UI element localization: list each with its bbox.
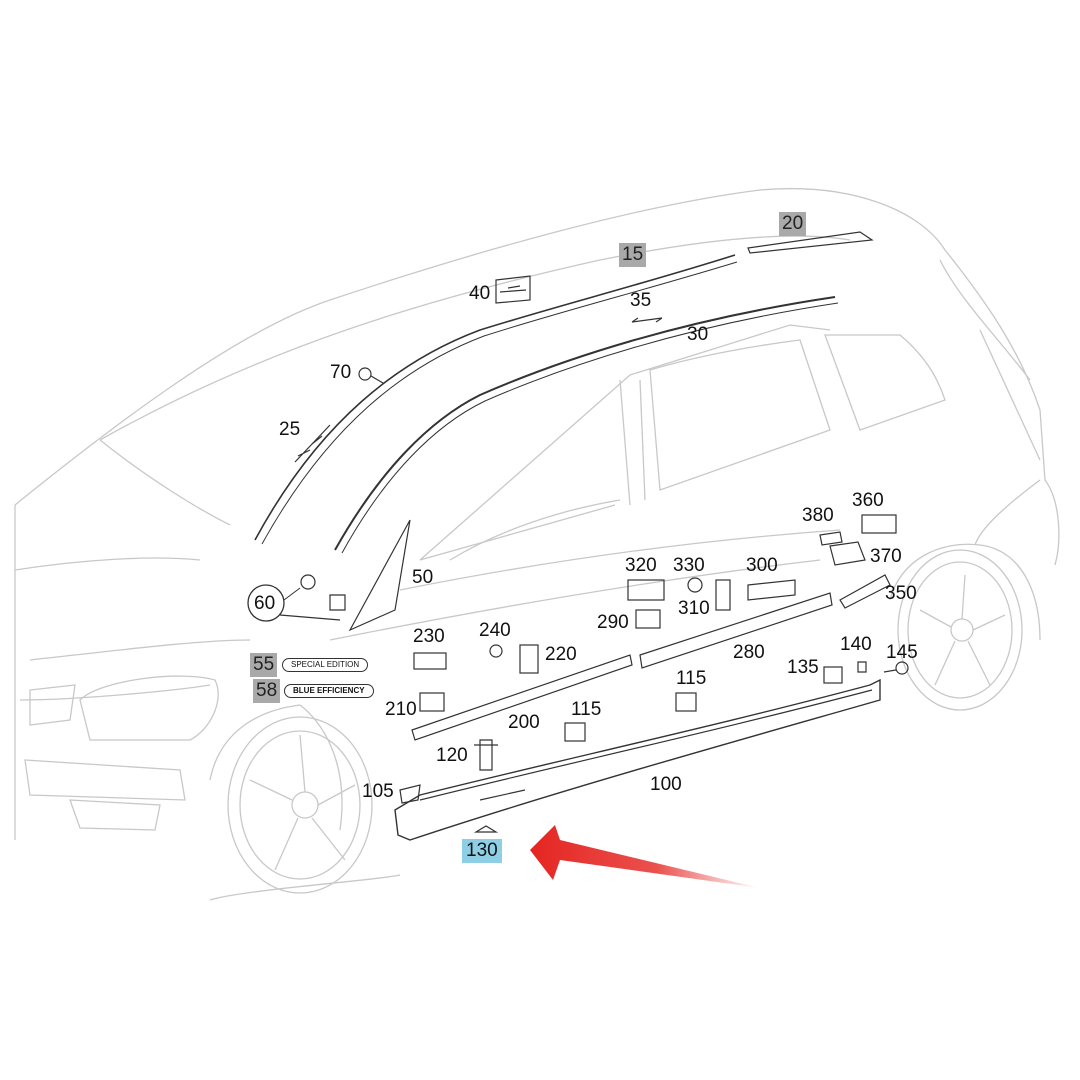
label-part-330: 330 xyxy=(673,555,705,576)
label-part-360: 360 xyxy=(852,490,884,511)
parts xyxy=(254,231,909,841)
label-part-210: 210 xyxy=(385,699,417,720)
label-part-320: 320 xyxy=(625,555,657,576)
label-part-15: 15 xyxy=(619,243,647,267)
label-part-220: 220 xyxy=(545,644,577,665)
label-part-40: 40 xyxy=(469,283,491,304)
label-part-300: 300 xyxy=(746,555,778,576)
label-part-370: 370 xyxy=(870,546,902,567)
rear-wheel xyxy=(889,543,1041,711)
label-part-35: 35 xyxy=(630,290,652,311)
label-part-70: 70 xyxy=(330,362,352,383)
label-part-58: 58 xyxy=(253,679,281,703)
label-part-135: 135 xyxy=(787,657,819,678)
label-part-280: 280 xyxy=(733,642,765,663)
label-part-105: 105 xyxy=(362,781,394,802)
label-part-240: 240 xyxy=(479,620,511,641)
label-part-230: 230 xyxy=(413,626,445,647)
label-part-30: 30 xyxy=(687,324,709,345)
label-part-50: 50 xyxy=(412,567,434,588)
label-part-115-rear: 115 xyxy=(676,668,707,689)
label-part-140: 140 xyxy=(840,634,872,655)
label-part-55: 55 xyxy=(250,653,278,677)
badge-special-edition: SPECIAL EDITION xyxy=(282,658,369,672)
label-part-100: 100 xyxy=(650,774,682,795)
label-part-350: 350 xyxy=(885,583,917,604)
label-part-200: 200 xyxy=(508,712,540,733)
label-part-145: 145 xyxy=(886,642,918,663)
pointer-arrow xyxy=(530,825,760,888)
label-part-20: 20 xyxy=(779,212,807,236)
label-part-115-front: 115 xyxy=(571,699,602,720)
label-part-60: 60 xyxy=(254,593,276,614)
badge-blue-efficiency: BLUE EFFICIENCY xyxy=(284,684,374,698)
label-part-25: 25 xyxy=(279,419,301,440)
label-part-290: 290 xyxy=(597,612,629,633)
label-part-310: 310 xyxy=(678,598,710,619)
front-wheel xyxy=(209,704,373,894)
label-part-380: 380 xyxy=(802,505,834,526)
callout-circle-60 xyxy=(247,584,285,622)
car-body-outline xyxy=(14,188,1060,901)
label-part-130-highlighted: 130 xyxy=(462,839,502,863)
label-part-120: 120 xyxy=(436,745,468,766)
